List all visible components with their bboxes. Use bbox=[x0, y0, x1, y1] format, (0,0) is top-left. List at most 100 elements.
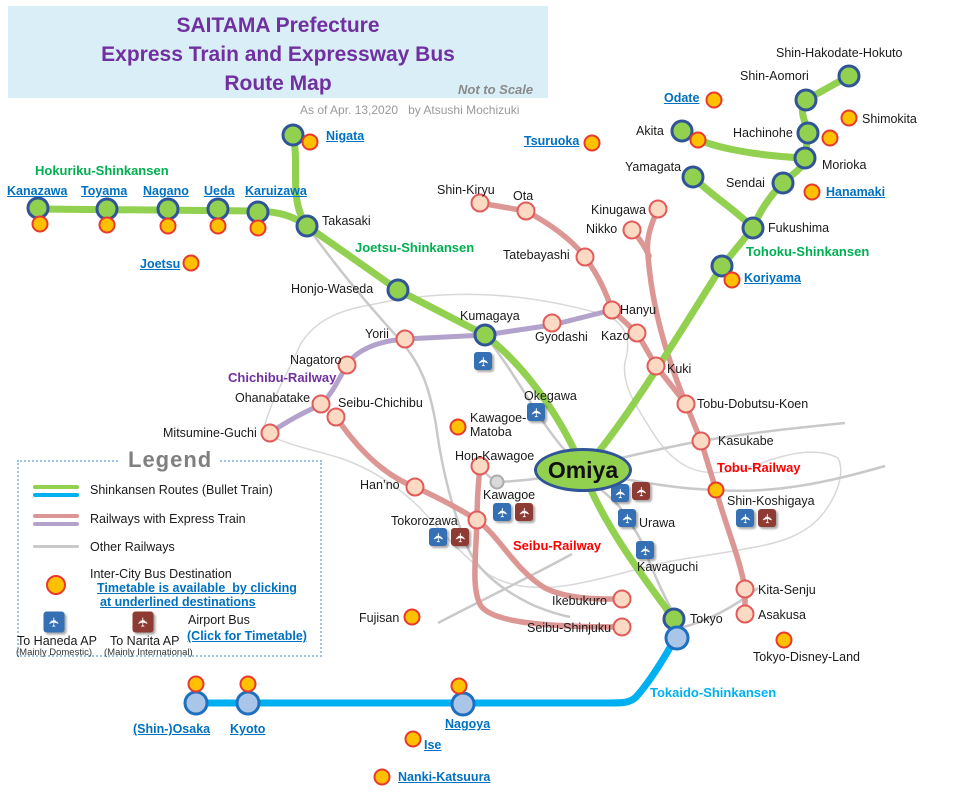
label-akita: Akita bbox=[636, 124, 664, 138]
label-ueda[interactable]: Ueda bbox=[204, 184, 235, 198]
haneda-airport-bus-icon[interactable]: ✈ bbox=[618, 509, 636, 527]
label-shin-osaka[interactable]: (Shin-)Osaka bbox=[133, 722, 211, 736]
label-odate[interactable]: Odate bbox=[664, 91, 700, 105]
bus-dot-kanazawa bbox=[31, 215, 49, 233]
title-line-2: Express Train and Expressway Bus bbox=[101, 42, 455, 66]
station-dot-sendai bbox=[771, 171, 795, 195]
label-hanyu: Hanyu bbox=[620, 303, 657, 317]
label-hanamaki[interactable]: Hanamaki bbox=[826, 185, 886, 199]
label-fukushima: Fukushima bbox=[768, 221, 830, 235]
bus-dot-nagano bbox=[159, 217, 177, 235]
map-title: SAITAMA Prefecture Express Train and Exp… bbox=[8, 12, 548, 99]
map-title-panel: SAITAMA Prefecture Express Train and Exp… bbox=[8, 6, 548, 98]
label-kanazawa[interactable]: Kanazawa bbox=[7, 184, 68, 198]
station-dot-nagatoro bbox=[337, 355, 357, 375]
station-dot-mitsumine-guchi bbox=[260, 423, 280, 443]
station-dot-akita bbox=[670, 119, 694, 143]
legend-title: Legend bbox=[120, 447, 221, 473]
station-dot-kawagoe bbox=[489, 474, 505, 490]
bus-dot-akita bbox=[689, 131, 707, 149]
bus-dot-osaka bbox=[187, 675, 205, 693]
bus-dot-hachinohe bbox=[821, 129, 839, 147]
label-mitsumine-guchi: Mitsumine-Guchi bbox=[163, 426, 257, 440]
title-line-1: SAITAMA Prefecture bbox=[176, 14, 380, 37]
airplane-icon: ✈ bbox=[475, 355, 491, 367]
station-dot-kita-senju bbox=[735, 579, 755, 599]
station-dot-hanno bbox=[405, 477, 425, 497]
airplane-icon: ✈ bbox=[46, 616, 62, 628]
station-dot-nikko bbox=[622, 220, 642, 240]
legend-shinkansen-blue-line bbox=[33, 493, 79, 497]
label-seibu-shinjuku: Seibu-Shinjuku bbox=[527, 621, 612, 635]
station-dot-asakusa bbox=[735, 604, 755, 624]
legend-shinkansen-label: Shinkansen Routes (Bullet Train) bbox=[90, 483, 273, 497]
station-dot-kinugawa bbox=[648, 199, 668, 219]
label-nigata[interactable]: Nigata bbox=[326, 129, 365, 143]
legend-other-label: Other Railways bbox=[90, 540, 175, 554]
bus-dot-tokyo-disney-land bbox=[775, 631, 793, 649]
narita-airport-bus-icon[interactable]: ✈ bbox=[515, 503, 533, 521]
bus-dot-tsuruoka bbox=[583, 134, 601, 152]
label-hokuriku-shinkansen: Hokuriku-Shinkansen bbox=[35, 163, 169, 178]
legend-express-purple-line bbox=[33, 522, 79, 526]
label-yamagata: Yamagata bbox=[625, 160, 682, 174]
route-seibu-shinjuku bbox=[472, 463, 625, 630]
station-dot-hachinohe bbox=[796, 121, 820, 145]
station-dot-shin-osaka bbox=[183, 690, 209, 716]
station-dot-kuki bbox=[646, 356, 666, 376]
station-dot-yamagata bbox=[681, 165, 705, 189]
label-joetsu[interactable]: Joetsu bbox=[140, 257, 181, 271]
haneda-airport-bus-icon[interactable]: ✈ bbox=[636, 541, 654, 559]
legend-haneda-icon: ✈ bbox=[43, 611, 65, 633]
haneda-airport-bus-icon[interactable]: ✈ bbox=[527, 403, 545, 421]
narita-airport-bus-icon[interactable]: ✈ bbox=[451, 528, 469, 546]
airplane-icon: ✈ bbox=[637, 544, 653, 556]
label-nagano[interactable]: Nagano bbox=[143, 184, 189, 198]
station-dot-kumagaya bbox=[473, 323, 497, 347]
station-dot-tokyo-tokaido bbox=[664, 625, 690, 651]
label-tokorozawa: Tokorozawa bbox=[391, 514, 458, 528]
label-karuizawa[interactable]: Karuizawa bbox=[245, 184, 307, 198]
station-dot-shin-aomori bbox=[794, 88, 818, 112]
route-tokaido-shinkansen bbox=[192, 633, 680, 707]
station-dot-morioka bbox=[793, 146, 817, 170]
legend-airport-bus-link[interactable]: (Click for Timetable) bbox=[187, 629, 307, 643]
label-tokaido-shinkansen: Tokaido-Shinkansen bbox=[650, 685, 777, 700]
narita-airport-bus-icon[interactable]: ✈ bbox=[758, 509, 776, 527]
route-tobu-kinugawa bbox=[644, 206, 689, 407]
label-okegawa: Okegawa bbox=[524, 389, 577, 403]
label-shin-kiryu: Shin-Kiryu bbox=[437, 183, 495, 197]
haneda-airport-bus-icon[interactable]: ✈ bbox=[429, 528, 447, 546]
label-joetsu-shinkansen: Joetsu-Shinkansen bbox=[355, 240, 475, 255]
station-omiya: Omiya bbox=[534, 448, 632, 492]
label-seibu-railway: Seibu-Railway bbox=[513, 538, 602, 553]
legend-timetable-link-line1[interactable]: Timetable is available by clicking bbox=[97, 581, 297, 595]
bus-dot-ueda bbox=[209, 217, 227, 235]
label-seibu-chichibu: Seibu-Chichibu bbox=[338, 396, 423, 410]
airplane-icon: ✈ bbox=[452, 531, 468, 543]
label-nagoya[interactable]: Nagoya bbox=[445, 717, 491, 731]
narita-airport-bus-icon[interactable]: ✈ bbox=[632, 482, 650, 500]
label-tsuruoka[interactable]: Tsuruoka bbox=[524, 134, 580, 148]
label-ise[interactable]: Ise bbox=[424, 738, 442, 752]
label-tobu-dobutsu-koen: Tobu-Dobutsu-Koen bbox=[697, 397, 809, 411]
legend-bus-label: Inter-City Bus Destination bbox=[90, 567, 232, 581]
airplane-icon: ✈ bbox=[737, 512, 753, 524]
haneda-airport-bus-icon[interactable]: ✈ bbox=[611, 484, 629, 502]
haneda-airport-bus-icon[interactable]: ✈ bbox=[474, 352, 492, 370]
bus-dot-karuizawa bbox=[249, 219, 267, 237]
bus-dot-nigata bbox=[301, 133, 319, 151]
label-toyama[interactable]: Toyama bbox=[81, 184, 128, 198]
station-dot-takasaki bbox=[295, 214, 319, 238]
label-nanki-katsuura[interactable]: Nanki-Katsuura bbox=[398, 770, 491, 784]
label-kyoto[interactable]: Kyoto bbox=[230, 722, 266, 736]
label-ota: Ota bbox=[513, 189, 534, 203]
station-dot-kyoto bbox=[235, 690, 261, 716]
legend-timetable-link-line2[interactable]: at underlined destinations bbox=[100, 595, 256, 609]
haneda-airport-bus-icon[interactable]: ✈ bbox=[493, 503, 511, 521]
station-dot-kazo bbox=[627, 323, 647, 343]
label-shin-hakodate-hokuto: Shin-Hakodate-Hokuto bbox=[776, 46, 903, 60]
haneda-airport-bus-icon[interactable]: ✈ bbox=[736, 509, 754, 527]
label-koriyama[interactable]: Koriyama bbox=[744, 271, 801, 285]
